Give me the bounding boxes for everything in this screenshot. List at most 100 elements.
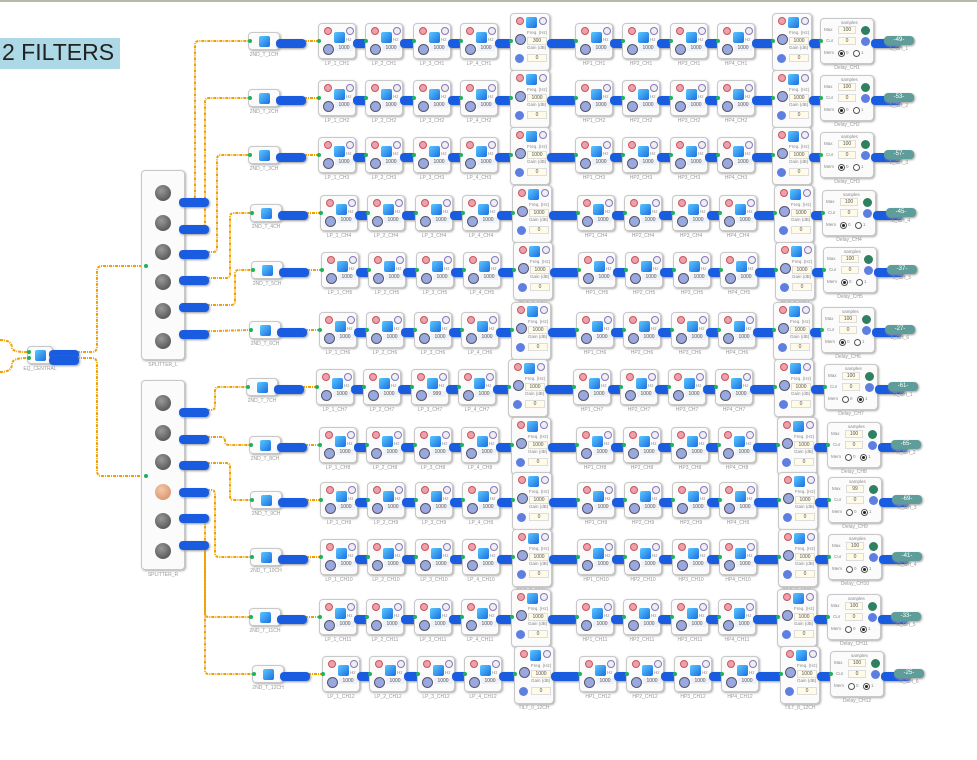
bypass-icon[interactable] (679, 256, 687, 264)
frequency-value[interactable]: 1000 (478, 621, 496, 627)
frequency-value[interactable]: 1000 (477, 45, 495, 51)
input-pin[interactable] (319, 498, 323, 502)
output-pin[interactable] (752, 153, 782, 162)
filter-type-icon[interactable] (631, 677, 642, 688)
gain-value[interactable]: 0 (529, 513, 549, 521)
bypass-icon[interactable] (786, 650, 794, 658)
frequency-value[interactable]: 1000 (336, 449, 354, 455)
input-pin[interactable] (459, 39, 463, 43)
frequency-value[interactable]: 1000 (593, 334, 611, 340)
filter-type-icon[interactable] (468, 273, 479, 284)
frequency-value[interactable]: 1000 (688, 621, 706, 627)
mem-radio-0[interactable] (845, 454, 852, 461)
settings-icon[interactable] (748, 256, 756, 264)
max-value[interactable]: 100 (838, 140, 856, 148)
input-pin[interactable] (511, 555, 515, 559)
input-pin[interactable] (777, 498, 781, 502)
bypass-icon[interactable] (583, 486, 591, 494)
filter-type-icon[interactable] (625, 390, 636, 401)
bypass-icon[interactable] (678, 486, 686, 494)
settings-icon[interactable] (809, 650, 817, 658)
settings-icon[interactable] (439, 373, 447, 381)
gain-value[interactable]: 0 (789, 111, 809, 119)
input-pin[interactable] (718, 555, 722, 559)
frequency-value[interactable]: 1000 (384, 561, 402, 567)
gain-value[interactable]: 0 (529, 226, 549, 234)
filter-type-icon[interactable] (324, 333, 335, 344)
bypass-icon[interactable] (677, 603, 685, 611)
output-pin[interactable] (547, 39, 577, 48)
output-pin[interactable] (549, 555, 579, 564)
filter-type-icon[interactable] (327, 677, 338, 688)
bypass-icon[interactable] (632, 660, 640, 668)
input-pin[interactable] (624, 268, 628, 272)
output-pin[interactable] (753, 328, 783, 337)
input-pin[interactable] (27, 356, 31, 360)
info-icon[interactable] (777, 54, 786, 63)
mem-radio-1[interactable] (854, 339, 861, 346)
bypass-icon[interactable] (517, 593, 525, 601)
settings-icon[interactable] (807, 533, 815, 541)
max-value[interactable]: 100 (842, 372, 860, 380)
bypass-icon[interactable] (419, 84, 427, 92)
gain-value[interactable]: 0 (791, 400, 811, 408)
bypass-icon[interactable] (721, 373, 729, 381)
bypass-icon[interactable] (676, 141, 684, 149)
mem-radio-1[interactable] (861, 509, 868, 516)
info-icon[interactable] (779, 400, 788, 409)
frequency-value[interactable]: 1000 (689, 217, 707, 223)
output-pin[interactable] (750, 385, 780, 394)
filter-type-icon[interactable] (580, 158, 591, 169)
input-pin[interactable] (622, 615, 626, 619)
filter-type-icon[interactable] (517, 206, 528, 217)
frequency-value[interactable]: 1000 (333, 391, 351, 397)
bypass-icon[interactable] (778, 17, 786, 25)
output-pin[interactable] (278, 498, 308, 507)
input-pin[interactable] (414, 555, 418, 559)
settings-icon[interactable] (700, 486, 708, 494)
info-icon[interactable] (516, 458, 525, 467)
frequency-value[interactable]: 1000 (736, 561, 754, 567)
bypass-icon[interactable] (372, 431, 380, 439)
input-pin[interactable] (821, 211, 825, 215)
cur-value[interactable]: 0 (840, 209, 858, 217)
gain-value[interactable]: 0 (795, 570, 815, 578)
settings-icon[interactable] (540, 421, 548, 429)
settings-icon[interactable] (393, 141, 401, 149)
info-icon[interactable] (778, 343, 787, 352)
input-pin[interactable] (672, 268, 676, 272)
filter-type-icon[interactable] (783, 493, 794, 504)
bypass-icon[interactable] (324, 84, 332, 92)
settings-icon[interactable] (745, 141, 753, 149)
output-pin[interactable] (754, 555, 784, 564)
gain-value[interactable]: 0 (794, 458, 814, 466)
filter-type-icon[interactable] (778, 323, 789, 334)
settings-icon[interactable] (393, 84, 401, 92)
frequency-value[interactable]: 1000 (531, 670, 551, 678)
input-pin[interactable] (366, 211, 370, 215)
frequency-value[interactable]: 1000 (384, 217, 402, 223)
frequency-value[interactable]: 1000 (478, 334, 496, 340)
settings-icon[interactable] (746, 316, 754, 324)
max-value[interactable]: 99 (846, 485, 864, 493)
settings-icon[interactable] (441, 84, 449, 92)
info-icon[interactable] (517, 226, 526, 235)
output-pin[interactable] (179, 225, 209, 234)
max-value[interactable]: 100 (845, 430, 863, 438)
settings-icon[interactable] (651, 431, 659, 439)
settings-icon[interactable] (490, 543, 498, 551)
filter-type-icon[interactable] (516, 438, 527, 449)
input-pin[interactable] (248, 153, 252, 157)
